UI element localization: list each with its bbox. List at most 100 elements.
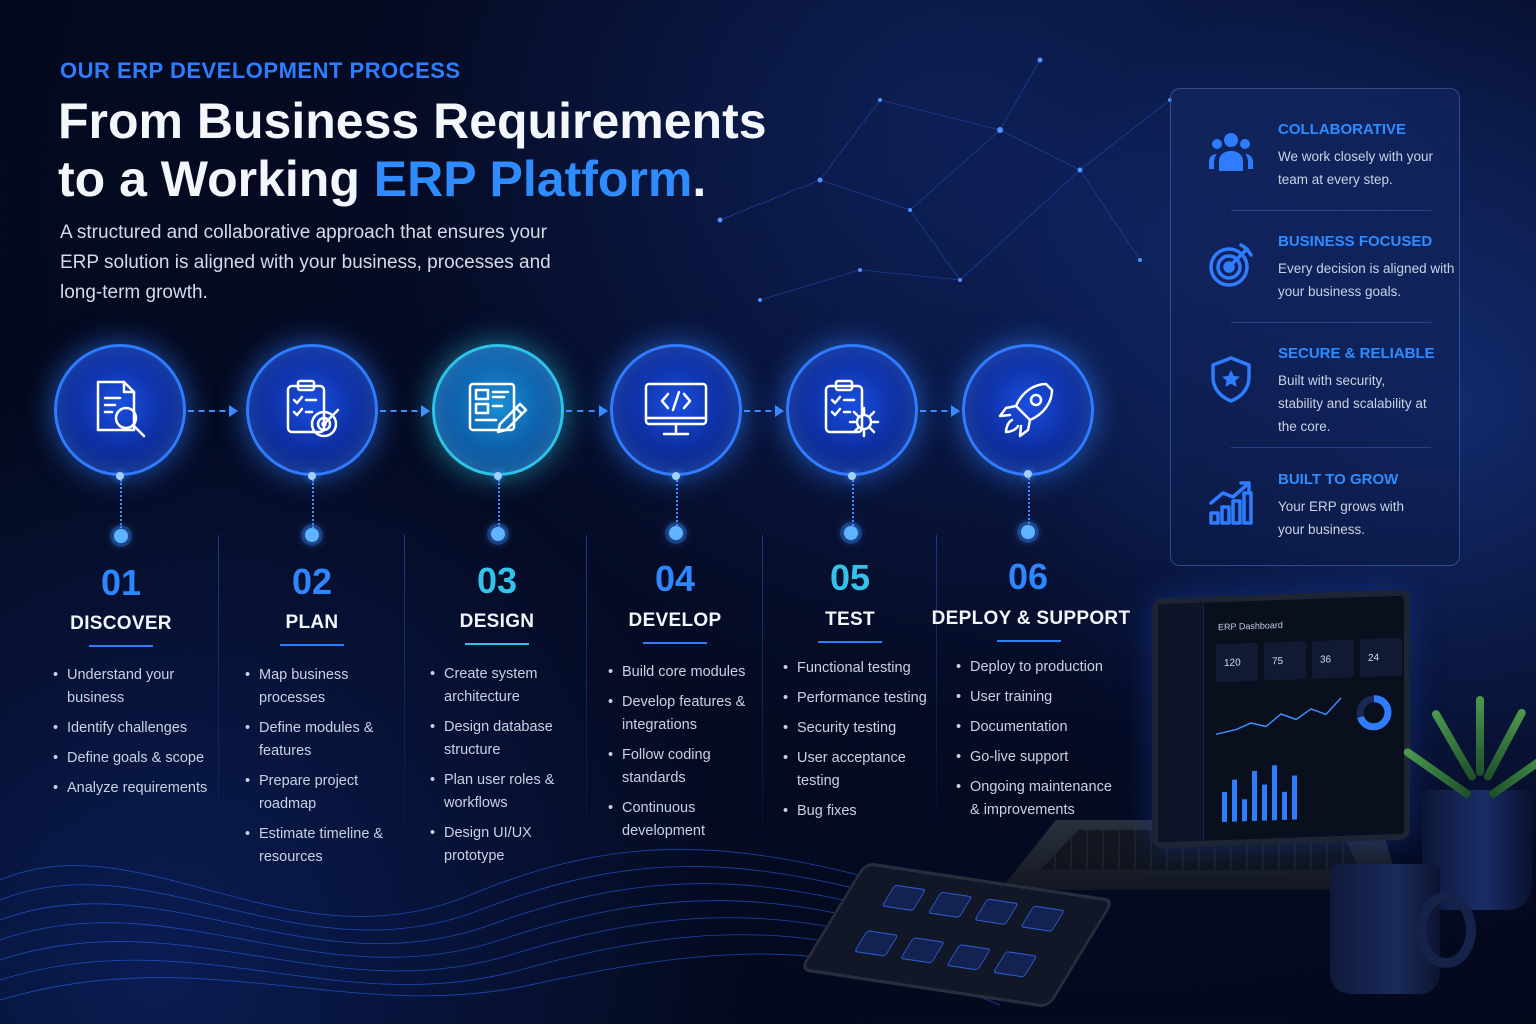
step-3-bullet: Plan user roles & workflows xyxy=(430,769,580,815)
step-6-bullet: Ongoing maintenance & improvements xyxy=(956,776,1116,822)
step-4-number: 04 xyxy=(654,558,696,599)
step-1-connector-line xyxy=(120,480,122,528)
step-5-connector-dot xyxy=(844,526,858,540)
step-3-bullet: Design database structure xyxy=(430,716,580,762)
stat-value: 36 xyxy=(1320,654,1332,666)
column-separator xyxy=(404,535,405,865)
clipboard-gear-icon xyxy=(824,379,880,438)
headline-line-1: From Business Requirements xyxy=(58,93,767,149)
step-5-bullet: Bug fixes xyxy=(783,800,933,823)
step-6-connector-dot xyxy=(1021,525,1035,539)
tablet-tile xyxy=(900,937,945,964)
step-5-bullet: User acceptance testing xyxy=(783,747,933,793)
features-panel: COLLABORATIVE We work closely with your … xyxy=(1170,88,1460,566)
step-5-circle xyxy=(786,344,918,476)
step-5-connector-dot-top xyxy=(848,472,856,480)
tablet-tile xyxy=(927,891,973,919)
step-1-bullet: Identify challenges xyxy=(53,717,213,740)
step-1-connector-dot xyxy=(114,529,128,543)
headline-line-2-prefix: to a Working xyxy=(58,151,374,207)
step-2-circle xyxy=(246,344,378,476)
step-5-bullets: Functional testing Performance testing S… xyxy=(783,657,933,830)
feature-title: COLLABORATIVE xyxy=(1278,121,1407,138)
shield-icon xyxy=(1211,356,1251,403)
step-2-connector-dot xyxy=(305,528,319,542)
dashboard-line-chart xyxy=(1216,697,1342,736)
network-decoration xyxy=(717,57,1172,302)
feature-title: BUILT TO GROW xyxy=(1278,471,1399,488)
step-5-bullet: Security testing xyxy=(783,717,933,740)
target-icon xyxy=(1209,243,1253,287)
step-6-connector-dot-top xyxy=(1024,470,1032,478)
laptop-screen: ERP Dashboard 120 75 36 24 xyxy=(1152,589,1410,849)
step-3-bullets: Create system architecture Design databa… xyxy=(430,663,580,875)
step-6-connector-line xyxy=(1028,478,1030,524)
step-2-connector-dot-top xyxy=(308,472,316,480)
stat-value: 120 xyxy=(1224,657,1241,669)
growth-chart-icon xyxy=(1209,481,1253,525)
step-2-bullet: Map business processes xyxy=(245,664,395,710)
feature-divider xyxy=(1231,447,1431,448)
step-6-bullet: User training xyxy=(956,686,1116,709)
dashboard-stat: 36 xyxy=(1312,639,1354,679)
feature-description: Your ERP grows with your business. xyxy=(1278,499,1405,537)
headline-accent: ERP Platform xyxy=(373,151,693,207)
tablet-tile xyxy=(974,898,1019,926)
column-separator xyxy=(762,535,763,865)
step-1-bullet: Analyze requirements xyxy=(53,777,213,800)
stat-value: 24 xyxy=(1368,652,1380,664)
step-4-connector-line xyxy=(676,480,678,526)
tablet-tile xyxy=(881,884,927,912)
step-5-bullet: Performance testing xyxy=(783,687,933,710)
step-3-arrow xyxy=(566,405,608,417)
step-3-connector-dot-top xyxy=(494,472,502,480)
chart-bar xyxy=(1292,775,1297,820)
feature-divider xyxy=(1231,322,1431,323)
step-5-title: TEST xyxy=(825,609,875,630)
step-4-connector-dot xyxy=(669,526,683,540)
step-1-title: DISCOVER xyxy=(70,613,172,634)
step-3-bullet: Create system architecture xyxy=(430,663,580,709)
dashboard-stat: 75 xyxy=(1264,641,1306,681)
dashboard-title: ERP Dashboard xyxy=(1218,619,1283,633)
step-3-title: DESIGN xyxy=(459,611,535,632)
step-2-connector-line xyxy=(312,480,314,528)
headline: From Business Requirements to a Working … xyxy=(58,92,767,208)
step-1-bullet: Understand your business xyxy=(53,664,213,710)
feature-divider xyxy=(1231,210,1431,211)
step-5-underline xyxy=(818,641,882,643)
chart-bar xyxy=(1232,779,1237,822)
step-2-bullet: Estimate timeline & resources xyxy=(245,823,395,869)
wireframe-pencil-icon xyxy=(468,382,528,434)
step-4-circle xyxy=(610,344,742,476)
column-separator xyxy=(586,535,587,865)
tablet-tile xyxy=(992,950,1038,978)
dashboard-bar-chart xyxy=(1218,758,1338,823)
step-6-number: 06 xyxy=(1007,556,1049,597)
rocket-icon xyxy=(998,382,1054,438)
stat-value: 75 xyxy=(1272,655,1284,668)
step-2-title: PLAN xyxy=(285,612,339,633)
step-3-underline xyxy=(465,643,529,645)
step-2-arrow xyxy=(380,405,430,417)
chart-bar xyxy=(1242,799,1247,822)
chart-bar xyxy=(1282,791,1287,820)
feature-description: Every decision is aligned with your busi… xyxy=(1278,261,1455,299)
plant-pot xyxy=(1422,790,1532,910)
step-1-connector-dot-top xyxy=(116,472,124,480)
feature-description: We work closely with your team at every … xyxy=(1278,149,1434,187)
tablet-tile xyxy=(853,930,899,957)
step-1-bullets: Understand your business Identify challe… xyxy=(53,664,213,807)
dashboard-stat: 24 xyxy=(1360,637,1402,678)
plant-leaf xyxy=(1476,696,1484,776)
eyebrow-label: OUR ERP DEVELOPMENT PROCESS xyxy=(60,58,461,83)
step-5-bullet: Functional testing xyxy=(783,657,933,680)
step-6-bullet: Deploy to production xyxy=(956,656,1116,679)
step-6-bullet: Documentation xyxy=(956,716,1116,739)
dashboard-stat: 120 xyxy=(1216,642,1258,683)
headline-line-2: to a Working ERP Platform. xyxy=(58,150,767,208)
chart-bar xyxy=(1262,784,1267,821)
step-2-number: 02 xyxy=(291,561,333,602)
dashboard-sidebar xyxy=(1158,602,1204,843)
chart-bar xyxy=(1252,770,1257,822)
